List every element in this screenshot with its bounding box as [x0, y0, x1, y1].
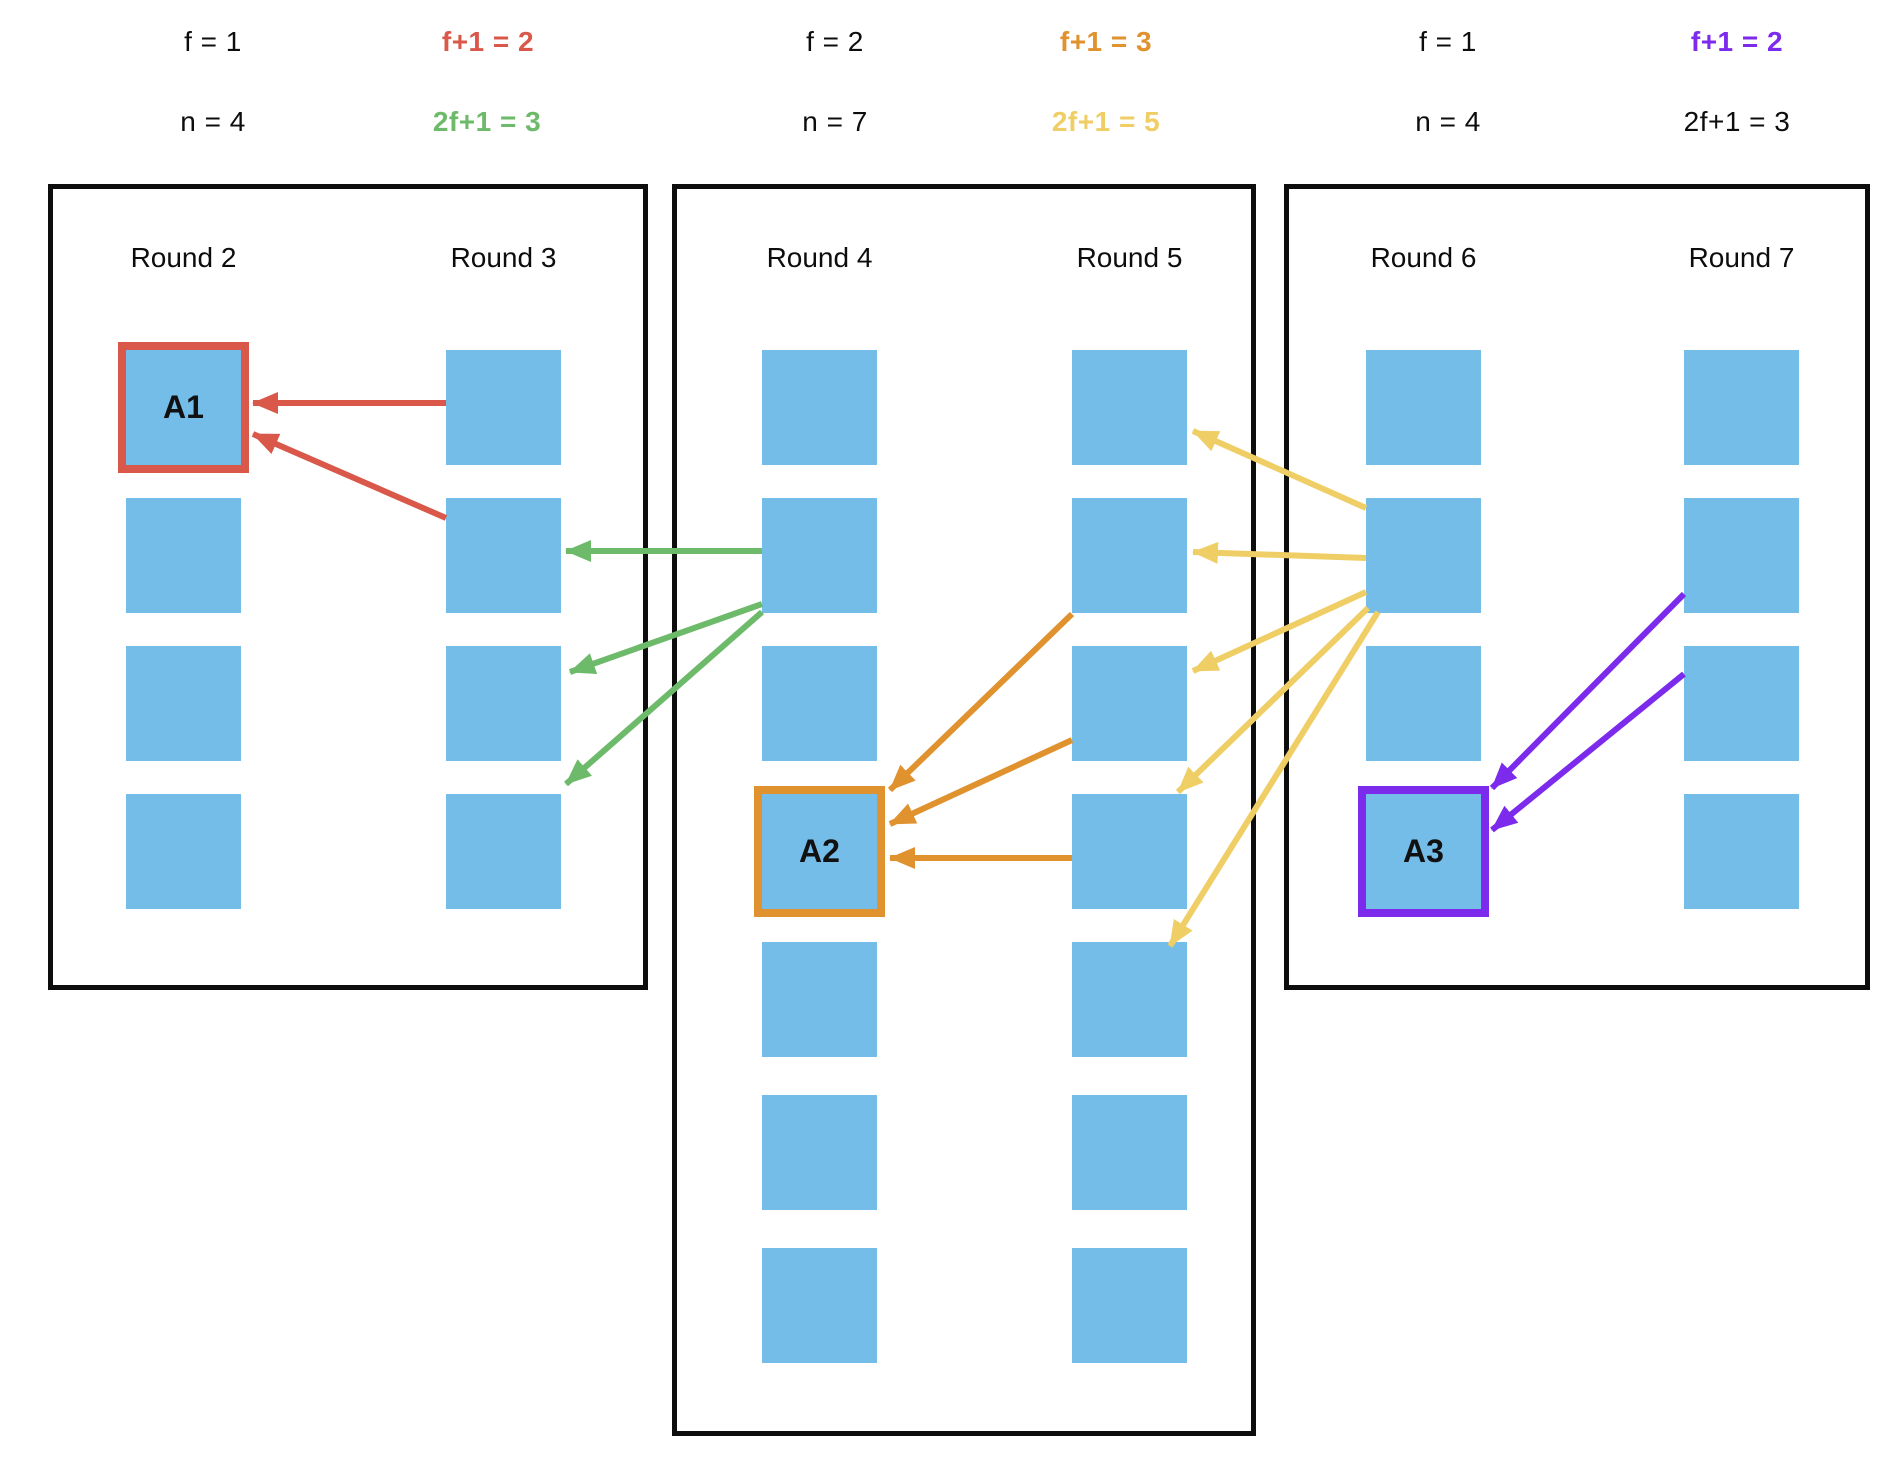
round-5-node-4	[1072, 794, 1187, 909]
n-label-left: n = 4	[180, 106, 246, 137]
anchor-a1-label: A1	[163, 389, 204, 425]
round-5-node-7	[1072, 1248, 1187, 1363]
anchor-a3-box: A3	[1358, 786, 1489, 917]
round-7-node-2	[1684, 498, 1799, 613]
round-6-header: Round 6	[1370, 242, 1477, 273]
round-5-node-5	[1072, 942, 1187, 1057]
round-4-node-1	[762, 350, 877, 465]
round-6-node-1	[1366, 350, 1481, 465]
round-4-node-7	[762, 1248, 877, 1363]
f-plus-one-label-left: f+1 = 2	[441, 26, 535, 57]
round-3-node-2	[446, 498, 561, 613]
round-4-node-6	[762, 1095, 877, 1210]
anchor-a2-label: A2	[799, 833, 840, 869]
round-7-node-4	[1684, 794, 1799, 909]
round-6-node-2	[1366, 498, 1481, 613]
two-f-plus-one-label-middle: 2f+1 = 5	[1051, 106, 1161, 137]
round-2-node-4	[126, 794, 241, 909]
n-label-right: n = 4	[1415, 106, 1481, 137]
round-4-header: Round 4	[766, 242, 873, 273]
f-label-left: f = 1	[184, 26, 242, 57]
f-plus-one-label-middle: f+1 = 3	[1059, 26, 1153, 57]
round-2-node-3	[126, 646, 241, 761]
round-5-node-2	[1072, 498, 1187, 613]
two-f-plus-one-label-left: 2f+1 = 3	[432, 106, 542, 137]
round-5-node-6	[1072, 1095, 1187, 1210]
round-3-node-4	[446, 794, 561, 909]
round-3-node-1	[446, 350, 561, 465]
round-3-header: Round 3	[450, 242, 557, 273]
n-label-middle: n = 7	[802, 106, 868, 137]
round-5-node-3	[1072, 646, 1187, 761]
f-plus-one-label-right: f+1 = 2	[1690, 26, 1784, 57]
round-4-node-2	[762, 498, 877, 613]
round-2-node-2	[126, 498, 241, 613]
round-3-node-3	[446, 646, 561, 761]
round-7-header: Round 7	[1688, 242, 1795, 273]
round-7-node-3	[1684, 646, 1799, 761]
two-f-plus-one-label-right: 2f+1 = 3	[1683, 106, 1791, 137]
round-4-node-3	[762, 646, 877, 761]
round-6-node-3	[1366, 646, 1481, 761]
round-7-node-1	[1684, 350, 1799, 465]
anchor-a3-label: A3	[1403, 833, 1444, 869]
round-5-header: Round 5	[1076, 242, 1183, 273]
f-label-right: f = 1	[1419, 26, 1477, 57]
round-2-header: Round 2	[130, 242, 237, 273]
round-5-node-1	[1072, 350, 1187, 465]
anchor-a2-box: A2	[754, 786, 885, 917]
anchor-a1-box: A1	[118, 342, 249, 473]
round-4-node-5	[762, 942, 877, 1057]
f-label-middle: f = 2	[806, 26, 864, 57]
